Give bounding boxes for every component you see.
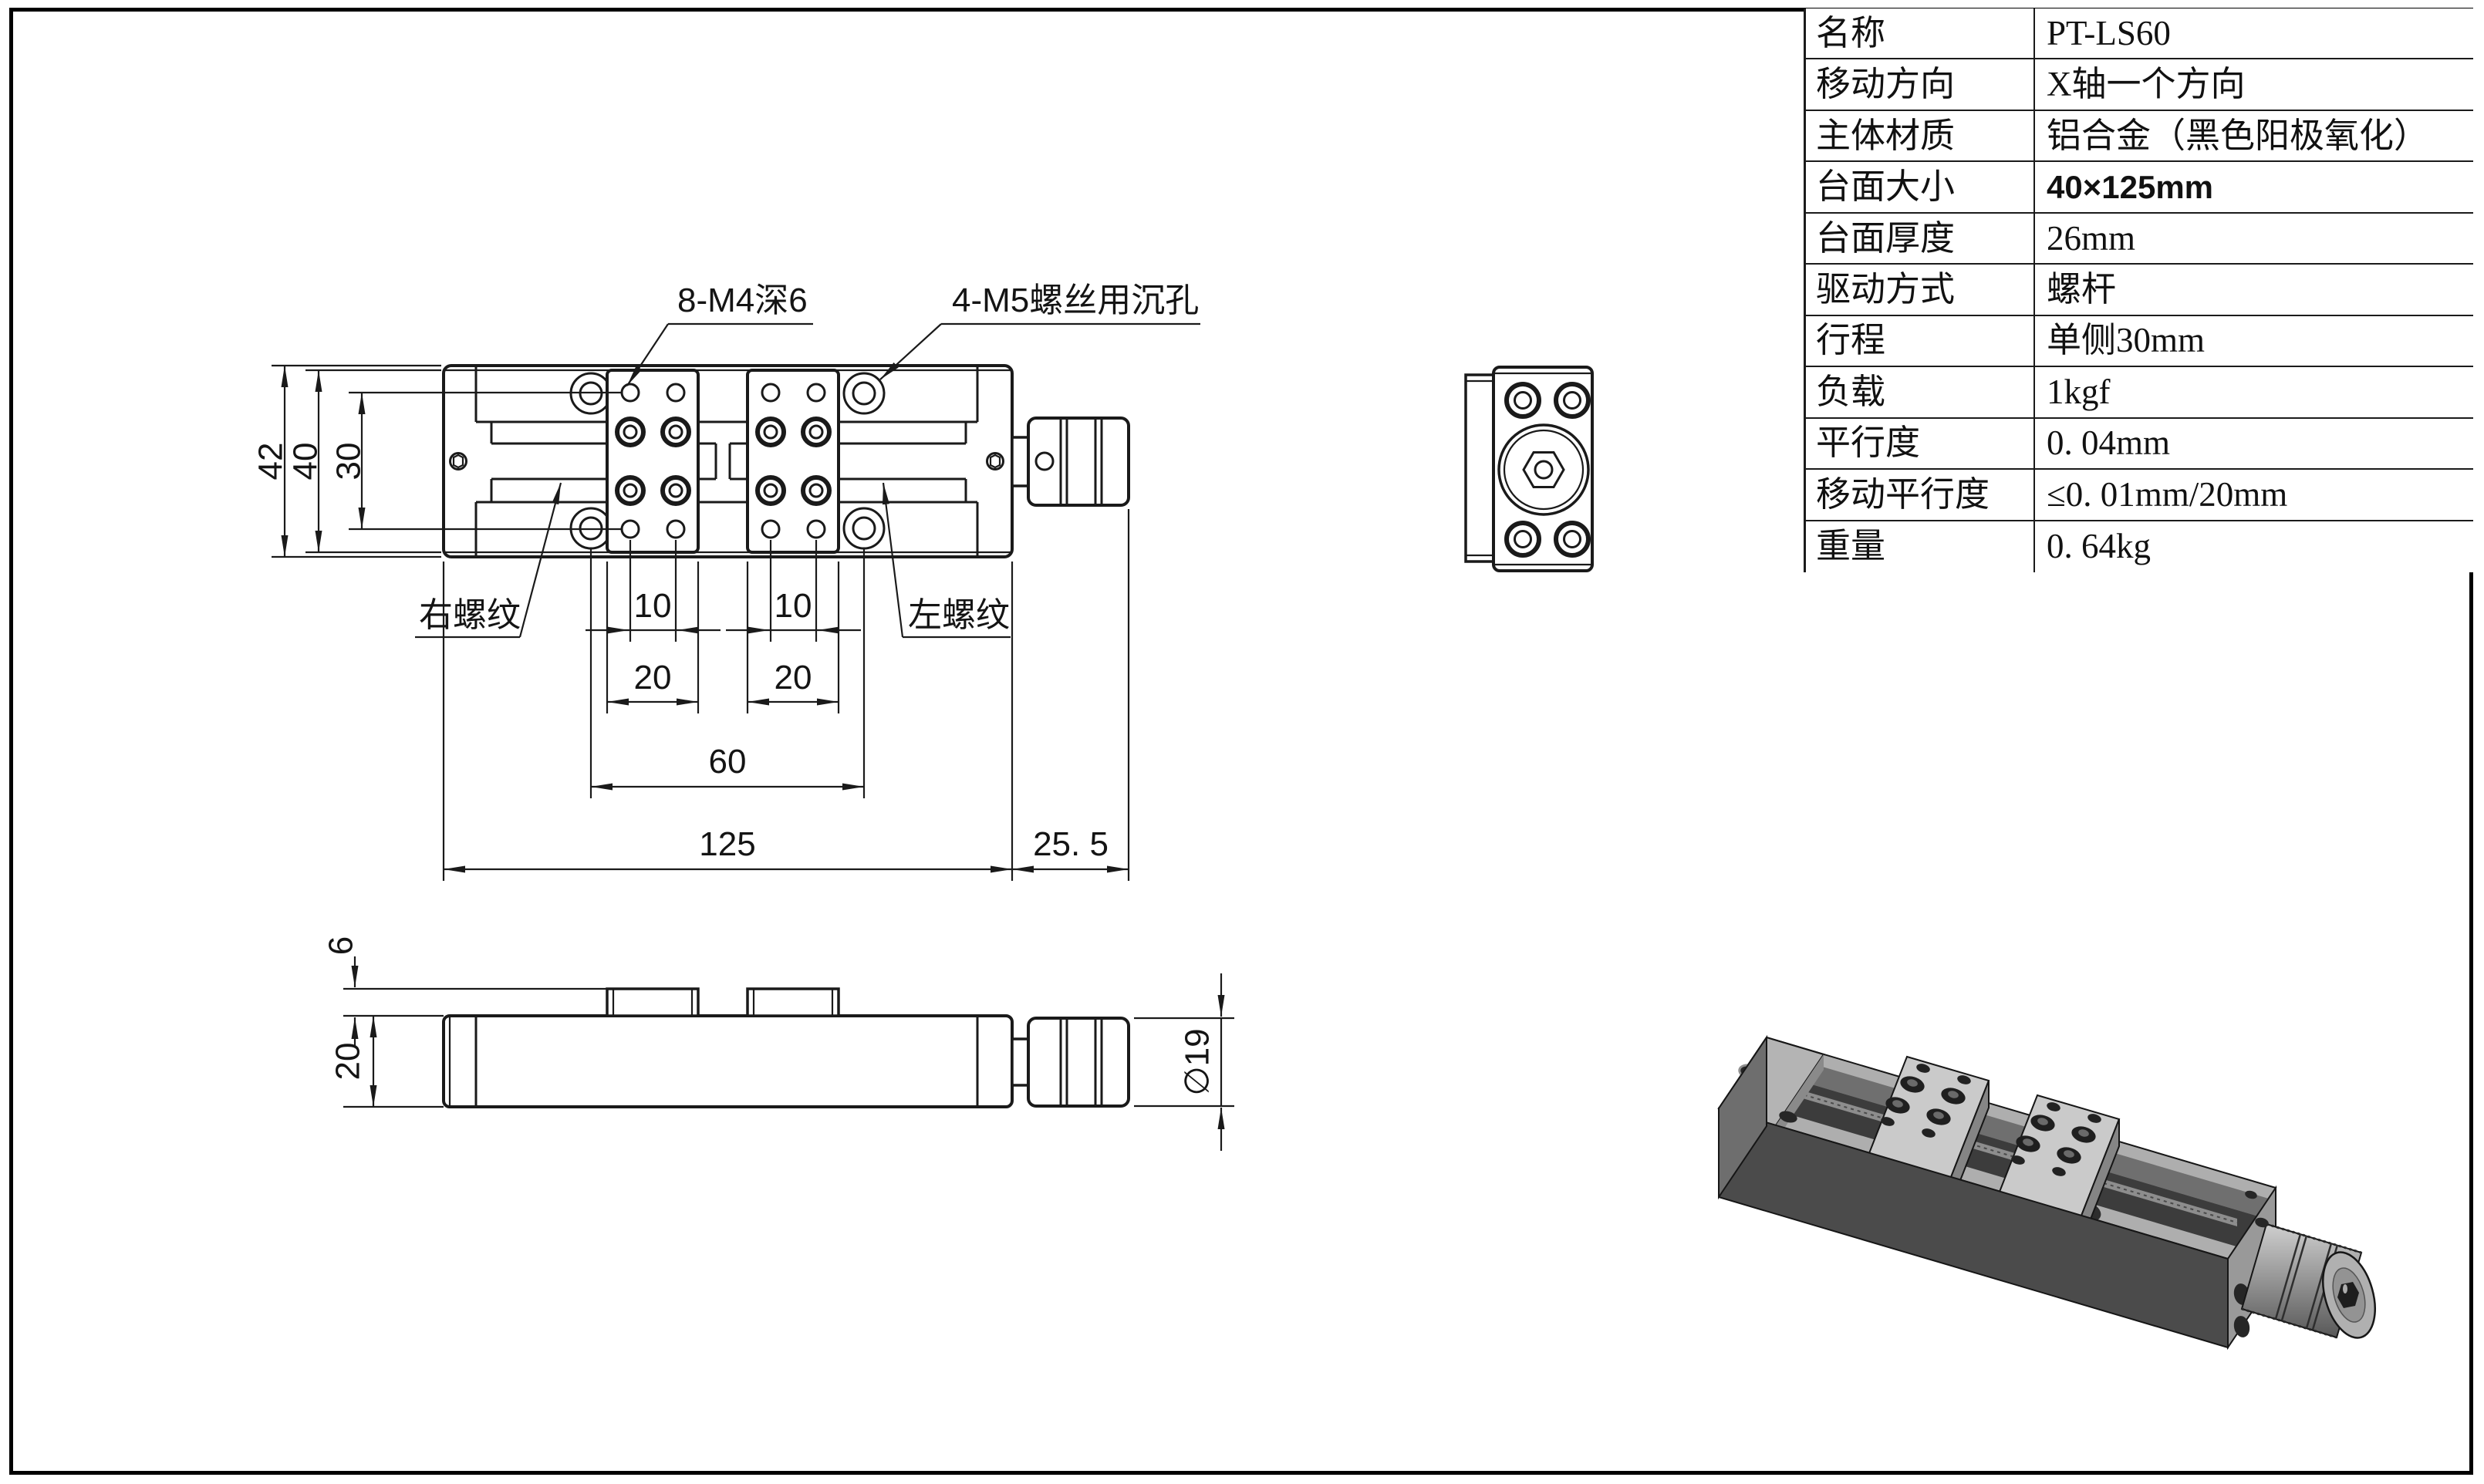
- dim-25-5: 25. 5: [1012, 509, 1130, 881]
- dim-20b: 20: [746, 562, 840, 713]
- spec-label: 重量: [1806, 521, 2035, 572]
- spec-value: 1kgf: [2047, 372, 2111, 411]
- spec-value: 0. 64kg: [2047, 527, 2151, 566]
- elevation-plate-2: [746, 987, 840, 1017]
- dim-knob-diameter-text: ∅19: [1178, 1028, 1216, 1095]
- end-view: [1464, 366, 1594, 572]
- dim-20b-text: 20: [775, 659, 812, 696]
- carriage-plate-2: [746, 369, 840, 554]
- m4-holes: [620, 383, 826, 539]
- dim-knob-diameter: ∅19: [1134, 973, 1234, 1151]
- elevation-view: 6 20 ∅19: [322, 936, 1234, 1151]
- label-right-thread: 右螺纹: [415, 482, 562, 639]
- spec-label: 驱动方式: [1806, 265, 2035, 315]
- stage-body-outline: [442, 364, 1014, 558]
- dim-20-height-text: 20: [329, 1043, 366, 1081]
- spec-label: 移动平行度: [1806, 470, 2035, 520]
- dim-20-height: 20: [329, 1016, 444, 1108]
- right-thread-text: 右螺纹: [419, 596, 521, 634]
- spec-value: 40×125mm: [2047, 168, 2214, 205]
- spec-value: 26mm: [2047, 218, 2136, 258]
- spec-label: 台面厚度: [1806, 213, 2035, 264]
- iso-left-face: [1718, 1034, 1767, 1200]
- spec-value: 铝合金（黑色阳极氧化）: [2047, 116, 2429, 155]
- spec-label: 名称: [1806, 8, 2035, 59]
- table-row: 台面厚度 26mm: [1806, 213, 2473, 265]
- dim-6-text: 6: [322, 936, 359, 955]
- adjustment-knob-top: [1011, 417, 1130, 507]
- dim-20a-text: 20: [634, 659, 672, 696]
- iso-hex-socket: [2337, 1282, 2359, 1308]
- table-row: 行程 单侧30mm: [1806, 315, 2473, 368]
- end-blocks-and-rails: [474, 366, 979, 557]
- spec-label: 负载: [1806, 367, 2035, 417]
- elevation-body: [442, 1014, 1014, 1108]
- dim-42: 42: [251, 364, 441, 558]
- dim-125: 125: [442, 562, 1014, 881]
- callout-m5: 4-M5螺丝用沉孔: [879, 282, 1200, 380]
- table-row: 台面大小 40×125mm: [1806, 162, 2473, 214]
- table-row: 驱动方式 螺杆: [1806, 265, 2473, 316]
- spec-label: 主体材质: [1806, 110, 2035, 161]
- spec-value: 螺杆: [2047, 269, 2117, 309]
- callout-m4-text: 8-M4深6: [677, 282, 808, 319]
- dim-10a-text: 10: [634, 587, 672, 625]
- hex-socket: [1522, 451, 1565, 488]
- elevation-knob: [1011, 1017, 1130, 1108]
- end-view-counterbores: [1504, 382, 1591, 558]
- spec-value: ≤0. 01mm/20mm: [2047, 474, 2288, 514]
- left-thread-text: 左螺纹: [908, 596, 1010, 634]
- spec-label: 移动方向: [1806, 59, 2035, 110]
- spec-label: 台面大小: [1806, 162, 2035, 212]
- dim-6: 6: [322, 936, 607, 1047]
- table-row: 负载 1kgf: [1806, 367, 2473, 419]
- table-row: 名称 PT-LS60: [1806, 8, 2473, 60]
- end-view-back-plate: [1464, 373, 1495, 563]
- carriage-plate-1: [606, 369, 700, 554]
- spec-value: PT-LS60: [2047, 13, 2171, 52]
- spec-value: 0. 04mm: [2047, 423, 2171, 463]
- dim-25-5-text: 25. 5: [1033, 825, 1109, 863]
- callout-m5-text: 4-M5螺丝用沉孔: [952, 282, 1199, 319]
- isometric-view: [1717, 1034, 2376, 1351]
- hex-set-screws: [449, 452, 1004, 470]
- table-row: 移动平行度 ≤0. 01mm/20mm: [1806, 470, 2473, 521]
- dim-60: 60: [589, 549, 866, 798]
- spec-label: 行程: [1806, 315, 2035, 366]
- spec-label: 平行度: [1806, 418, 2035, 469]
- table-row: 平行度 0. 04mm: [1806, 418, 2473, 470]
- knob-set-screw-hole: [1034, 451, 1055, 471]
- label-left-thread: 左螺纹: [882, 482, 1011, 639]
- dim-42-text: 42: [251, 443, 289, 481]
- dim-40-text: 40: [286, 443, 324, 481]
- spec-table: 名称 PT-LS60 移动方向 X轴一个方向 主体材质 铝合金（黑色阳极氧化） …: [1804, 8, 2473, 572]
- dim-30: 30: [329, 391, 622, 531]
- table-row: 重量 0. 64kg: [1806, 521, 2473, 572]
- table-edge-lines: [445, 369, 1011, 554]
- spec-value: X轴一个方向: [2047, 65, 2246, 104]
- top-view: 42 40 30 10 10 2: [251, 282, 1200, 881]
- table-row: 主体材质 铝合金（黑色阳极氧化）: [1806, 110, 2473, 163]
- table-row: 移动方向 X轴一个方向: [1806, 59, 2473, 111]
- iso-knob: [2240, 1217, 2376, 1339]
- iso-knob-set-screw: [2255, 1217, 2269, 1228]
- dim-40: 40: [286, 369, 441, 554]
- elevation-plate-1: [606, 987, 700, 1017]
- counterbore-screws: [615, 417, 832, 506]
- callout-m4: 8-M4深6: [626, 282, 813, 386]
- dim-30-text: 30: [329, 443, 367, 481]
- dim-125-text: 125: [699, 825, 755, 863]
- dim-10b-text: 10: [775, 587, 812, 625]
- spec-value: 单侧30mm: [2047, 321, 2206, 360]
- dim-60-text: 60: [709, 743, 747, 781]
- dim-20a: 20: [606, 562, 700, 713]
